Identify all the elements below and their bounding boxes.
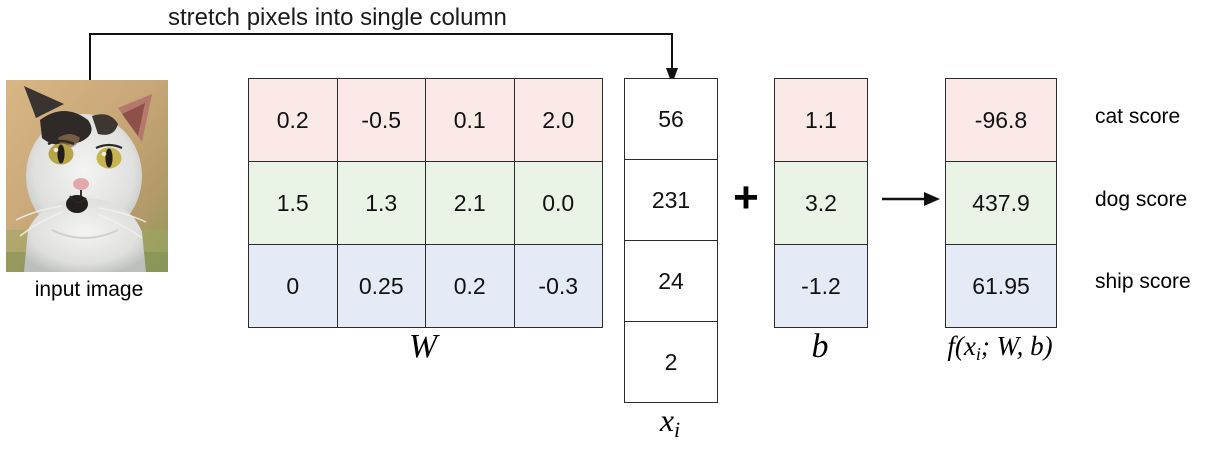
x-cell-3: 2 [624, 321, 718, 403]
input-image-label: input image [34, 278, 144, 301]
f-row-ship: 61.95 [945, 244, 1057, 328]
w-cell-2-2: 0.2 [425, 244, 515, 328]
b-row-cat: 1.1 [774, 78, 868, 162]
bias-vector: 1.1 3.2 -1.2 [774, 78, 868, 328]
input-vector: 56 231 24 2 [624, 78, 718, 403]
weight-matrix: 0.2 -0.5 0.1 2.0 1.5 1.3 2.1 0.0 0 0.25 … [248, 78, 603, 328]
x-row-2: 24 [624, 240, 718, 322]
f-cell-ship: 61.95 [945, 244, 1057, 328]
b-cell-dog: 3.2 [774, 161, 868, 245]
x-vector-label-base: x [659, 402, 675, 438]
f-row-dog: 437.9 [945, 161, 1057, 245]
cat-score-label: cat score [1095, 105, 1181, 128]
x-cell-1: 231 [624, 159, 718, 241]
w-row-ship: 0 0.25 0.2 -0.3 [248, 244, 603, 328]
cat-photo [6, 80, 168, 272]
cat-photo-illustration [6, 80, 168, 272]
w-row-dog: 1.5 1.3 2.1 0.0 [248, 161, 603, 245]
w-cell-2-1: 0.25 [336, 244, 426, 328]
b-row-dog: 3.2 [774, 161, 868, 245]
f-row-cat: -96.8 [945, 78, 1057, 162]
w-cell-0-1: -0.5 [336, 78, 426, 162]
f-cell-cat: -96.8 [945, 78, 1057, 162]
x-row-0: 56 [624, 78, 718, 160]
w-cell-0-2: 0.1 [425, 78, 515, 162]
w-cell-1-2: 2.1 [425, 161, 515, 245]
input-image [6, 80, 168, 272]
stretch-caption: stretch pixels into single column [168, 4, 507, 31]
w-matrix-label: W [408, 328, 438, 365]
b-cell-cat: 1.1 [774, 78, 868, 162]
x-row-3: 2 [624, 321, 718, 403]
ship-score-label: ship score [1095, 270, 1191, 293]
plus-operator: + [733, 173, 759, 222]
score-vector: -96.8 437.9 61.95 [945, 78, 1057, 328]
x-cell-0: 56 [624, 78, 718, 160]
f-cell-dog: 437.9 [945, 161, 1057, 245]
w-row-cat: 0.2 -0.5 0.1 2.0 [248, 78, 603, 162]
w-cell-0-0: 0.2 [248, 78, 338, 162]
x-row-1: 231 [624, 159, 718, 241]
w-cell-1-1: 1.3 [336, 161, 426, 245]
x-vector-label: xi [624, 400, 716, 450]
score-vector-label: f(xi; W, b) [930, 328, 1070, 372]
w-cell-1-3: 0.0 [513, 161, 603, 245]
result-arrow-icon [882, 192, 940, 206]
x-vector-label-subscript: i [674, 417, 681, 443]
w-cell-1-0: 1.5 [248, 161, 338, 245]
w-cell-2-3: -0.3 [513, 244, 603, 328]
score-label-prefix: f(x [947, 331, 976, 361]
b-row-ship: -1.2 [774, 244, 868, 328]
b-vector-label: b [811, 328, 829, 365]
b-cell-ship: -1.2 [774, 244, 868, 328]
dog-score-label: dog score [1095, 188, 1188, 211]
w-cell-0-3: 2.0 [513, 78, 603, 162]
w-cell-2-0: 0 [248, 244, 338, 328]
x-cell-2: 24 [624, 240, 718, 322]
score-label-subscript: i [975, 344, 981, 365]
score-label-suffix: ; W, b) [980, 331, 1053, 361]
